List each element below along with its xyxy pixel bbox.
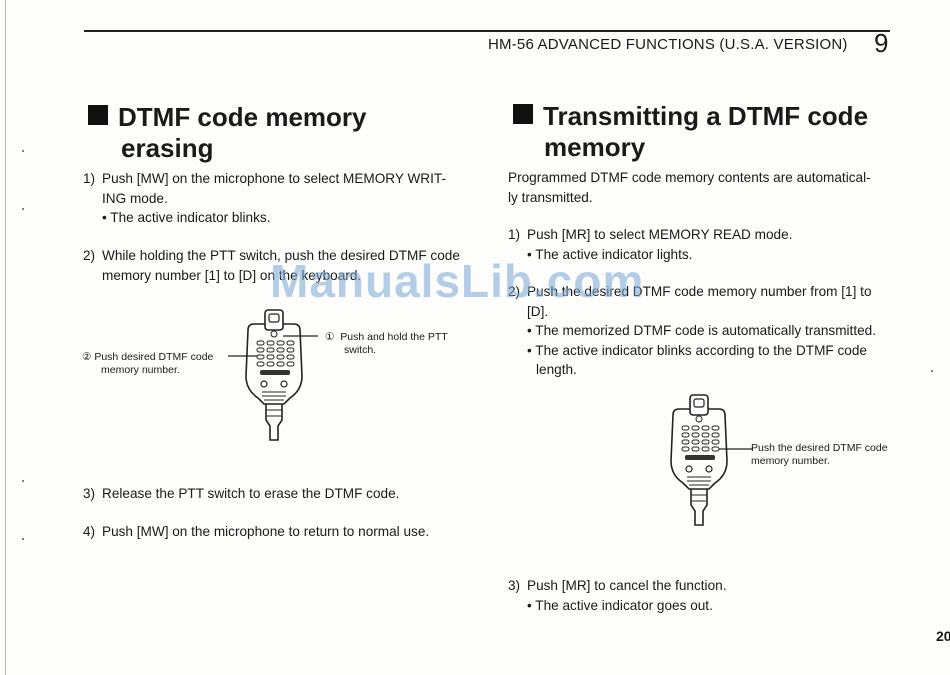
scan-speck — [22, 480, 24, 482]
left-callout-1: ① Push and hold the PTT switch. — [325, 331, 448, 356]
header-rule — [84, 30, 890, 32]
right-callout: Push the desired DTMF code memory number… — [751, 442, 888, 467]
right-heading: Transmitting a DTMF code memory — [513, 101, 868, 163]
right-step-3: 3) Push [MR] to cancel the function. • T… — [508, 578, 727, 613]
page-edge-line — [5, 0, 6, 675]
scan-speck — [22, 208, 24, 210]
corner-page-number: 20 — [936, 628, 950, 644]
left-step-1: 1) Push [MW] on the microphone to select… — [83, 171, 446, 225]
scan-speck — [22, 538, 24, 540]
left-step-4: 4) Push [MW] on the microphone to return… — [83, 524, 430, 539]
scan-speck — [22, 150, 24, 152]
running-header: HM-56 ADVANCED FUNCTIONS (U.S.A. VERSION… — [488, 36, 848, 53]
right-step-2: 2) Push the desired DTMF code memory num… — [508, 284, 876, 377]
heading-square-icon — [88, 105, 108, 125]
right-step-1: 1) Push [MR] to select MEMORY READ mode.… — [508, 227, 793, 262]
heading-square-icon — [513, 104, 533, 124]
left-callout-2: ② Push desired DTMF code memory number. — [82, 351, 214, 376]
microphone-illustration-right — [670, 394, 753, 526]
right-intro: Programmed DTMF code memory contents are… — [508, 170, 871, 205]
scan-speck — [931, 370, 933, 372]
left-step-2: 2) While holding the PTT switch, push th… — [83, 248, 460, 283]
watermark: ManualsLib.com — [270, 255, 645, 307]
page-number: 9 — [874, 28, 889, 58]
left-step-3: 3) Release the PTT switch to erase the D… — [83, 486, 400, 501]
microphone-illustration-left — [228, 309, 318, 441]
left-heading: DTMF code memory erasing — [88, 102, 367, 164]
